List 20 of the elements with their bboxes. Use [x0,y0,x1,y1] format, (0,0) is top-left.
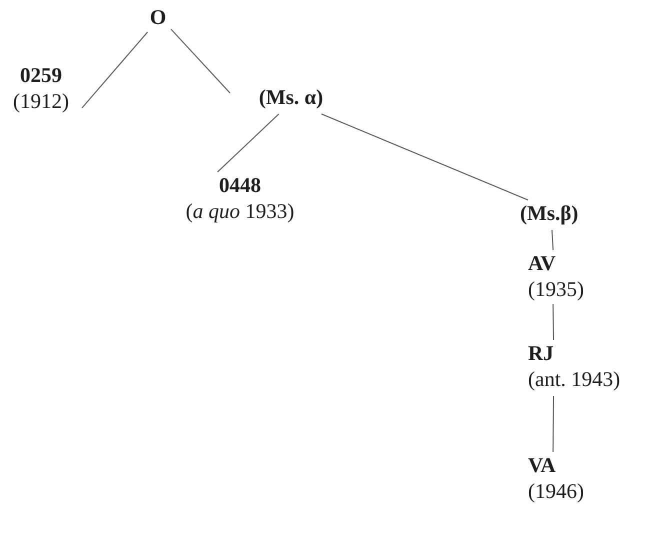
stemma-line [170,28,230,94]
witness-date: (1946) [528,478,585,504]
stemma-line [552,304,554,340]
witness-siglum: AV [528,250,557,276]
stemma-line [552,396,554,452]
witness-siglum: (Ms.β) [520,200,580,226]
witness-siglum: 0448 [218,172,262,198]
stemma-line [552,230,554,250]
witness-date: (1912) [12,88,70,114]
stemma-line [82,32,148,108]
witness-siglum: O [148,4,168,30]
witness-siglum: VA [528,452,557,478]
witness-date: (ant. 1943) [528,366,622,392]
witness-siglum: 0259 [19,62,63,88]
stemma-line [217,114,280,172]
witness-siglum: (Ms. α) [258,84,324,110]
witness-date: (1935) [528,276,585,302]
witness-siglum: RJ [528,340,555,366]
witness-date: (a quo 1933) [184,198,296,224]
stemma-line [321,114,528,200]
